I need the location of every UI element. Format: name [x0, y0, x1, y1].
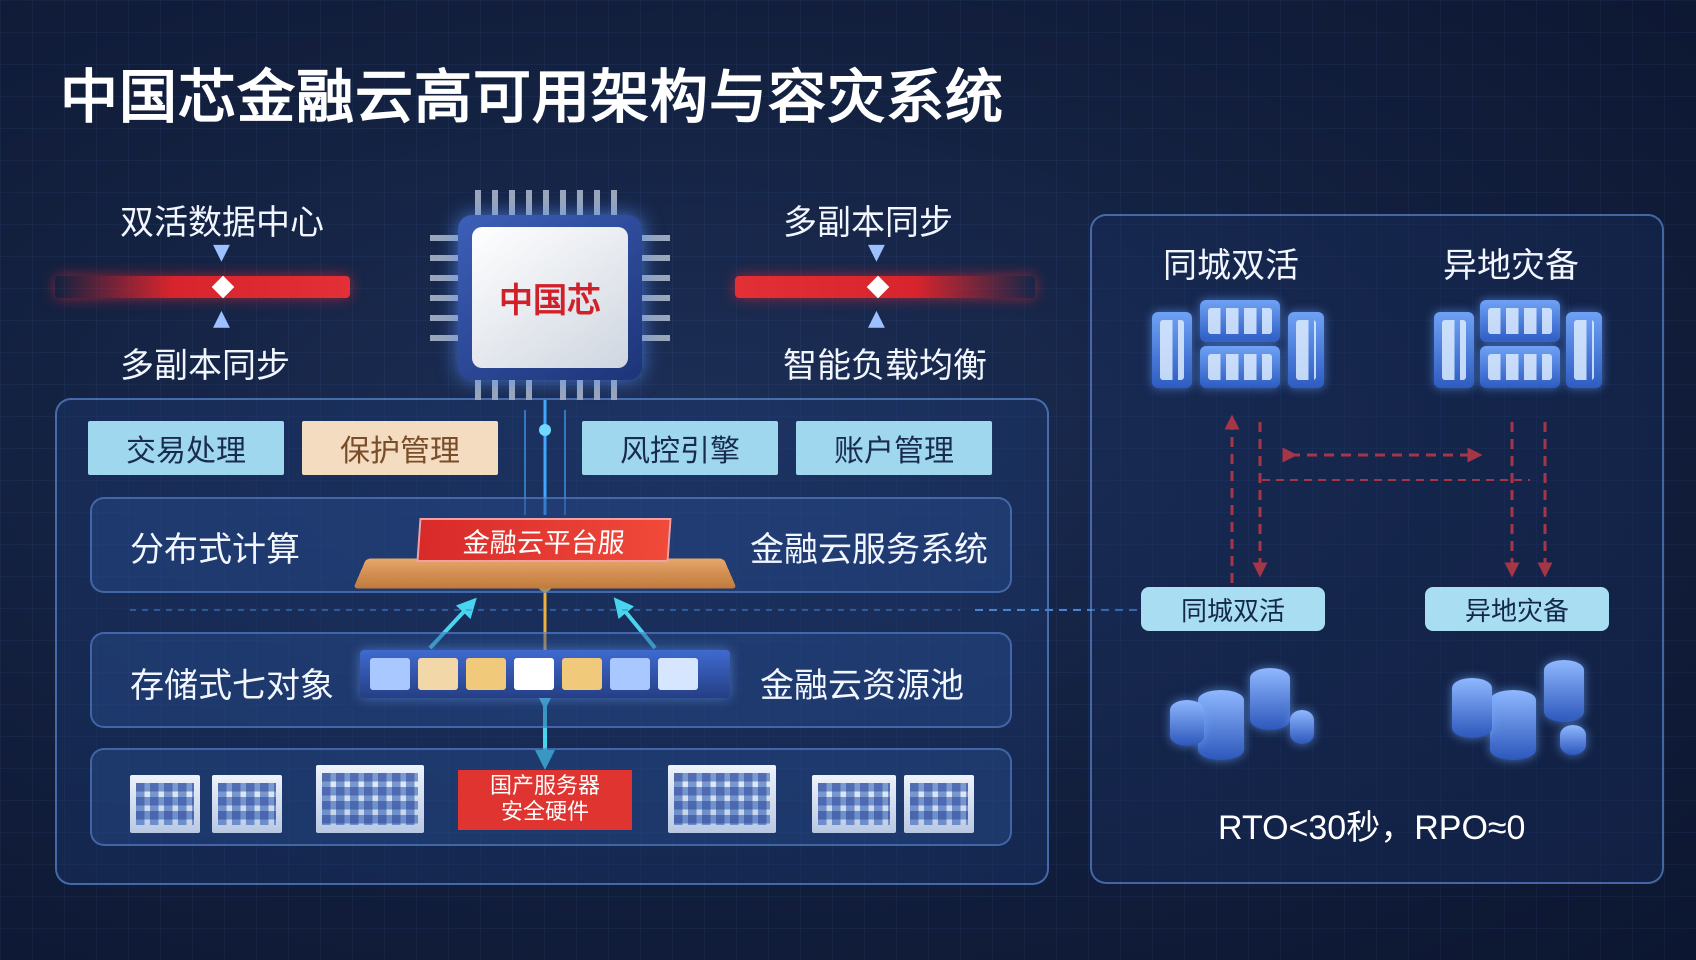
server-tag-line2: 安全硬件 — [500, 800, 589, 825]
server-rack-icon — [1200, 300, 1280, 342]
server-rack-icon — [1480, 346, 1560, 388]
database-icon — [1250, 668, 1290, 730]
building-icon — [212, 775, 282, 833]
building-icon — [668, 765, 776, 833]
service-trade-processing[interactable]: 交易处理 — [88, 421, 284, 475]
database-icon — [1198, 690, 1244, 760]
server-rack-icon — [1152, 312, 1192, 388]
arrow-up-icon: ▲ — [213, 306, 230, 331]
compute-left-label: 分布式计算 — [130, 530, 300, 570]
building-icon — [904, 775, 974, 833]
head-same-city-active: 同城双活 — [1163, 246, 1299, 286]
database-icon — [1490, 690, 1536, 760]
compute-right-label: 金融云服务系统 — [750, 530, 988, 570]
server-rack-icon — [1200, 346, 1280, 388]
server-rack-icon — [1434, 312, 1474, 388]
building-icon — [316, 765, 424, 833]
arrow-down-icon: ▼ — [213, 240, 230, 265]
database-icon — [1290, 710, 1314, 744]
building-icon — [812, 775, 896, 833]
label-active-active-dc: 双活数据中心 — [120, 203, 324, 243]
server-rack-icon — [1288, 312, 1324, 388]
label-load-balancing: 智能负载均衡 — [783, 346, 987, 386]
badge-same-city-active[interactable]: 同城双活 — [1141, 587, 1325, 631]
storage-left-label: 存储式七对象 — [130, 666, 334, 706]
server-rack-icon — [1480, 300, 1560, 342]
arrow-up-icon: ▲ — [868, 306, 885, 331]
rto-rpo-metric: RTO<30秒，RPO≈0 — [1218, 809, 1526, 847]
chip-icon: 中国芯 — [430, 190, 670, 400]
database-icon — [1170, 700, 1204, 746]
server-tag-line1: 国产服务器 — [489, 774, 600, 799]
server-rack-icon — [1566, 312, 1602, 388]
arrow-down-icon: ▼ — [868, 240, 885, 265]
resource-pool-icon — [360, 650, 730, 698]
head-remote-dr: 异地灾备 — [1443, 246, 1579, 286]
badge-remote-dr[interactable]: 异地灾备 — [1425, 587, 1609, 631]
label-multi-replica-right: 多副本同步 — [783, 203, 953, 243]
server-security-tag: 国产服务器 安全硬件 — [458, 770, 632, 830]
service-protection-mgmt[interactable]: 保护管理 — [302, 421, 498, 475]
label-multi-replica-left: 多副本同步 — [120, 346, 290, 386]
service-risk-engine[interactable]: 风控引擎 — [582, 421, 778, 475]
chip-label: 中国芯 — [472, 227, 628, 368]
storage-right-label: 金融云资源池 — [760, 666, 964, 706]
database-icon — [1560, 725, 1586, 755]
building-icon — [130, 775, 200, 833]
platform-base — [353, 558, 737, 589]
service-account-mgmt[interactable]: 账户管理 — [796, 421, 992, 475]
red-beam-left — [55, 276, 350, 298]
database-icon — [1452, 678, 1492, 738]
platform-banner: 金融云平台服 — [416, 518, 672, 562]
database-icon — [1544, 660, 1584, 722]
page-title: 中国芯金融云高可用架构与容灾系统 — [60, 63, 1005, 131]
